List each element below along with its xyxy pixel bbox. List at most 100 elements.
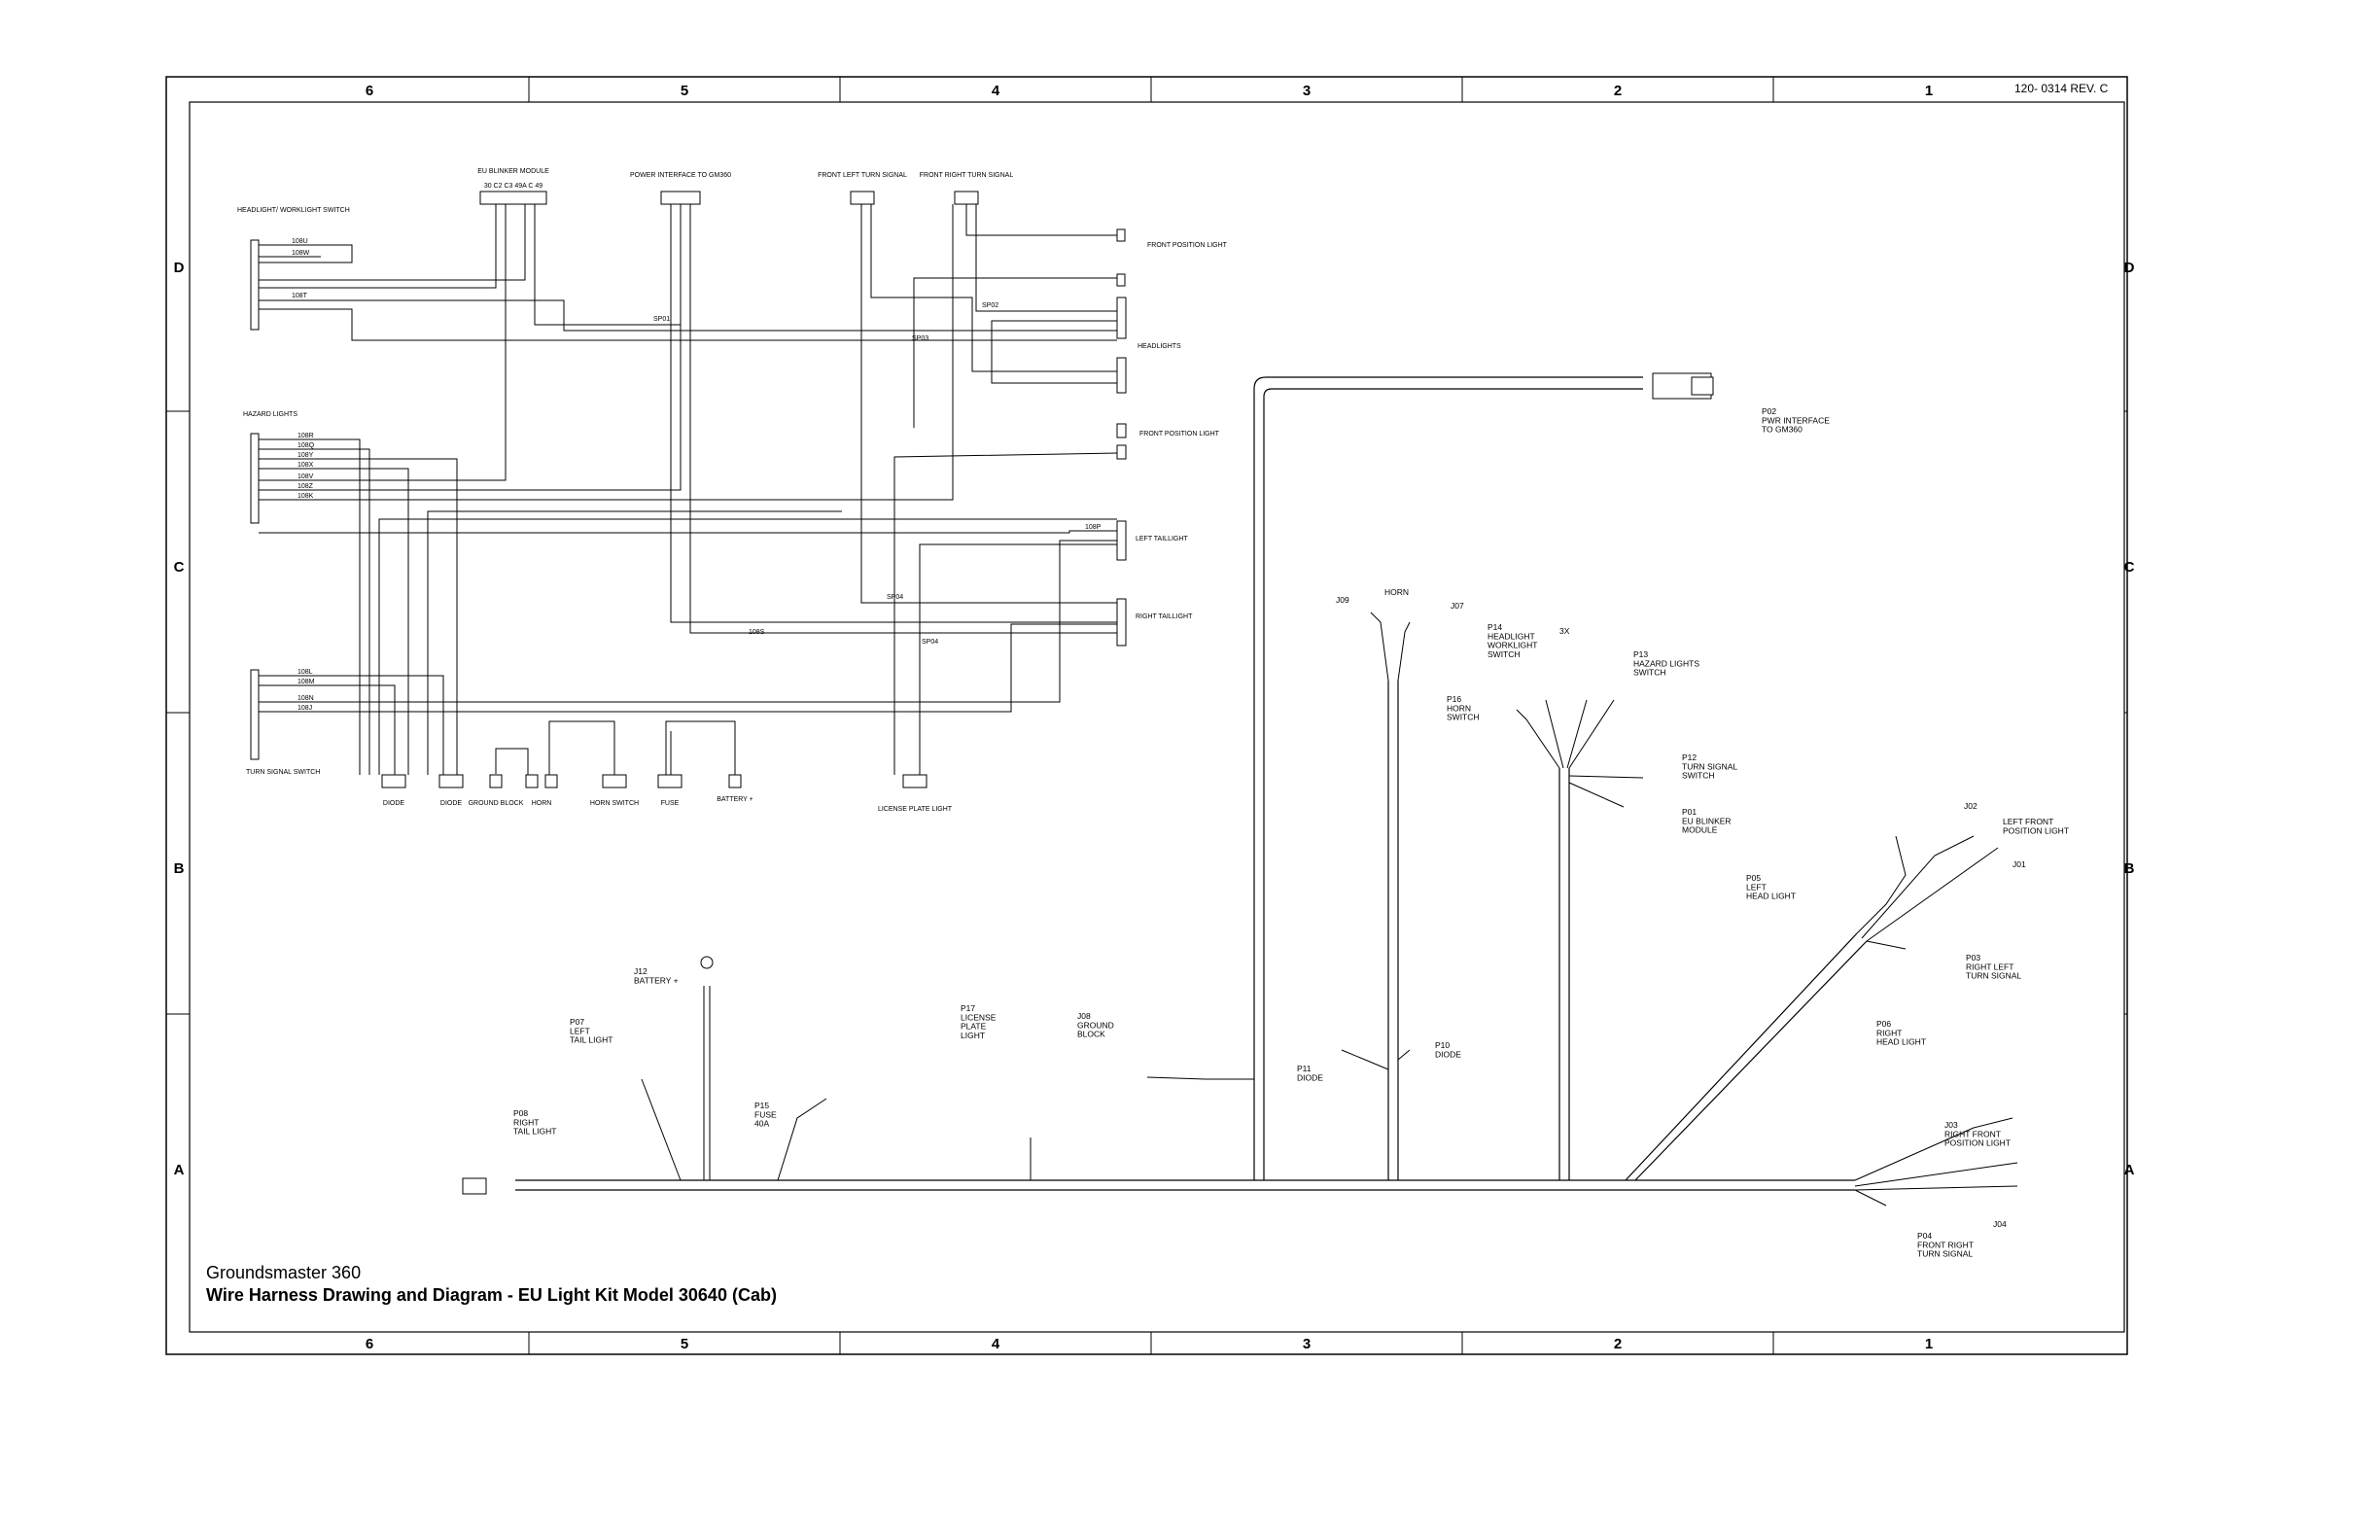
eu-blinker-label: EU BLINKER MODULE — [477, 168, 549, 175]
turn-signal-switch-label: TURN SIGNAL SWITCH — [246, 769, 320, 776]
svg-text:108X: 108X — [298, 462, 314, 469]
battery-label: BATTERY + — [717, 796, 753, 803]
j09-label: J09 — [1336, 595, 1349, 605]
svg-text:4: 4 — [992, 83, 1000, 99]
diode1-label: DIODE — [383, 800, 405, 807]
headlights-label: HEADLIGHTS — [1138, 343, 1181, 350]
svg-text:1: 1 — [1925, 83, 1933, 99]
wire-label: 108U — [292, 238, 308, 245]
diode2-connector — [438, 774, 464, 788]
headlights-connector-b — [1116, 357, 1127, 394]
license-plate-connector — [902, 774, 928, 788]
right-taillight-connector — [1116, 598, 1127, 647]
svg-text:108P: 108P — [1085, 524, 1102, 531]
eu-blinker-connector — [479, 191, 547, 205]
left-taillight-label: LEFT TAILLIGHT — [1136, 536, 1188, 542]
svg-text:SP02: SP02 — [982, 302, 998, 309]
svg-text:C: C — [174, 559, 185, 576]
headlight-switch-label: HEADLIGHT/ WORKLIGHT SWITCH — [237, 207, 350, 214]
zone-col-bottom: 6 — [366, 1336, 373, 1352]
svg-text:SP03: SP03 — [912, 335, 928, 342]
svg-text:2: 2 — [1614, 1336, 1622, 1352]
svg-text:A: A — [2124, 1162, 2135, 1178]
svg-text:108S: 108S — [749, 629, 765, 636]
revision-number: 120- 0314 REV. C — [2014, 82, 2109, 95]
qty-label: 3X — [1559, 626, 1570, 636]
svg-text:D: D — [2124, 260, 2135, 276]
svg-text:108K: 108K — [298, 493, 314, 500]
svg-text:108R: 108R — [298, 433, 314, 439]
j04-label: J04 — [1993, 1219, 2007, 1229]
license-plate-label: LICENSE PLATE LIGHT — [878, 806, 953, 813]
svg-text:108V: 108V — [298, 473, 314, 480]
headlights-connector-a — [1116, 297, 1127, 339]
svg-text:108M: 108M — [298, 679, 315, 685]
hazard-switch-connector — [250, 433, 260, 524]
diode1-connector — [381, 774, 406, 788]
svg-text:B: B — [2124, 860, 2135, 877]
right-taillight-label: RIGHT TAILLIGHT — [1136, 613, 1193, 620]
zone-rows: D C B A D C B A — [166, 260, 2135, 1178]
hazard-lights-label: HAZARD LIGHTS — [243, 411, 298, 418]
j02-label: J02 — [1964, 801, 1978, 811]
svg-text:2: 2 — [1614, 83, 1622, 99]
svg-text:C: C — [2124, 559, 2135, 576]
ground-block-label: GROUND BLOCK — [469, 800, 524, 807]
front-left-turn-label: FRONT LEFT TURN SIGNAL — [818, 172, 907, 179]
horn-label: HORN — [532, 800, 552, 807]
j07-label: J07 — [1451, 601, 1464, 611]
power-interface-connector — [660, 191, 701, 205]
svg-text:SP04: SP04 — [922, 639, 938, 646]
svg-text:108J: 108J — [298, 705, 312, 712]
fuse-label: FUSE — [661, 800, 680, 807]
svg-text:3: 3 — [1303, 83, 1311, 99]
front-right-turn-label: FRONT RIGHT TURN SIGNAL — [920, 172, 1014, 179]
svg-text:108Z: 108Z — [298, 483, 314, 490]
svg-text:108Q: 108Q — [298, 442, 315, 449]
schematic — [250, 191, 1127, 788]
diode2-label: DIODE — [440, 800, 463, 807]
headlight-switch-connector — [250, 239, 260, 331]
svg-text:SP04: SP04 — [887, 594, 903, 601]
svg-text:D: D — [174, 260, 185, 276]
eu-blinker-pins: 30 C2 C3 49A C 49 — [484, 183, 542, 190]
inner-border — [189, 101, 2125, 1333]
drawing-title: Wire Harness Drawing and Diagram - EU Li… — [206, 1285, 777, 1305]
svg-text:108T: 108T — [292, 293, 308, 299]
svg-text:A: A — [174, 1162, 185, 1178]
front-right-turn-connector — [954, 191, 979, 205]
svg-text:108L: 108L — [298, 669, 313, 676]
outer-border — [165, 76, 2128, 1355]
svg-text:108Y: 108Y — [298, 452, 314, 459]
svg-text:108N: 108N — [298, 695, 314, 702]
harness-drawing — [462, 372, 2018, 1207]
svg-text:4: 4 — [992, 1336, 1000, 1352]
svg-text:108W: 108W — [292, 250, 310, 257]
left-taillight-connector — [1116, 520, 1127, 561]
p08-connector — [462, 1177, 487, 1195]
zone-col-top: 6 — [366, 83, 373, 99]
horn-switch-label: HORN SWITCH — [590, 800, 639, 807]
svg-text:3: 3 — [1303, 1336, 1311, 1352]
power-interface-label: POWER INTERFACE TO GM360 — [630, 172, 731, 179]
